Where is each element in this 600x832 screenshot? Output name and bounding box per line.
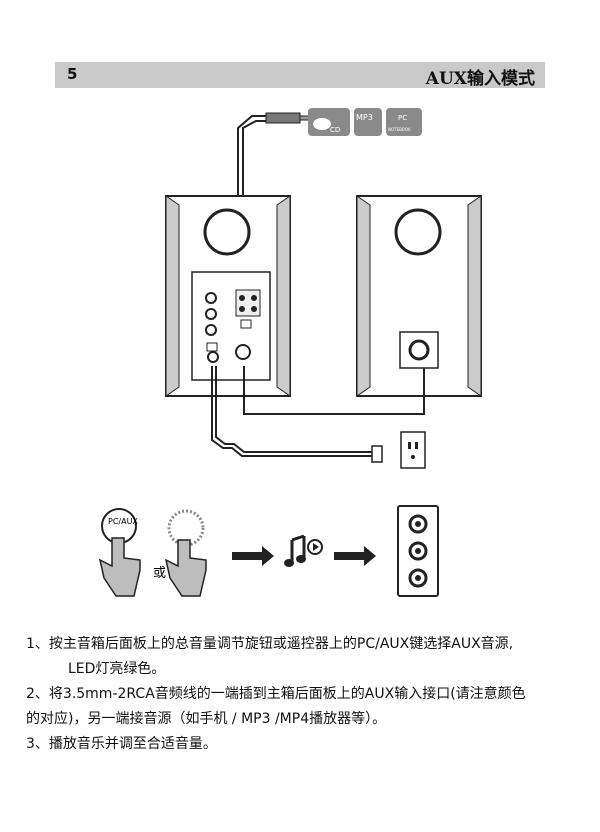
sub-speaker bbox=[356, 195, 482, 397]
page-header: 5 AUX输入模式 bbox=[55, 62, 545, 89]
power-cable bbox=[211, 366, 372, 457]
main-back-panel bbox=[191, 271, 271, 381]
speaker-link-cable bbox=[243, 366, 425, 415]
led-panel bbox=[397, 505, 439, 597]
arrow-icon bbox=[334, 546, 376, 566]
source-icons: CD MP3 PC NOTEBOOK bbox=[308, 108, 422, 136]
or-label: 或 bbox=[153, 566, 166, 581]
music-note-icon bbox=[284, 534, 323, 567]
pc-aux-label: PC/AUX bbox=[108, 517, 138, 526]
page-number: 5 bbox=[67, 65, 78, 83]
instruction-2: 2、将3.5mm-2RCA音频线的一端插到主箱后面板上的AUX输入接口(请注意颜… bbox=[26, 686, 526, 702]
wall-outlet bbox=[400, 431, 426, 469]
instruction-1: 1、按主音箱后面板上的总音量调节旋钮或遥控器上的PC/AUX键选择AUX音源, bbox=[26, 636, 514, 652]
mp3-label: MP3 bbox=[356, 113, 373, 122]
main-speaker bbox=[165, 195, 291, 397]
instruction-2-continued: 的对应)，另一端接音源（如手机 / MP3 /MP4播放器等）。 bbox=[26, 711, 387, 727]
instruction-1-continued: LED灯亮绿色。 bbox=[68, 661, 166, 677]
instruction-3: 3、播放音乐并调至合适音量。 bbox=[26, 736, 217, 752]
notebook-label: NOTEBOOK bbox=[388, 127, 411, 132]
audio-jack bbox=[265, 112, 301, 124]
pc-label: PC bbox=[398, 114, 407, 122]
connection-diagram: CD MP3 PC NOTEBOOK bbox=[98, 108, 482, 597]
cd-label: CD bbox=[330, 126, 340, 134]
volume-knob-hand bbox=[164, 509, 207, 597]
remote-button-hand: PC/AUX bbox=[98, 508, 141, 597]
arrow-icon bbox=[232, 546, 274, 566]
page-title: AUX输入模式 bbox=[425, 69, 535, 89]
power-plug bbox=[371, 445, 383, 463]
instructions: 1、按主音箱后面板上的总音量调节旋钮或遥控器上的PC/AUX键选择AUX音源, … bbox=[26, 632, 586, 757]
